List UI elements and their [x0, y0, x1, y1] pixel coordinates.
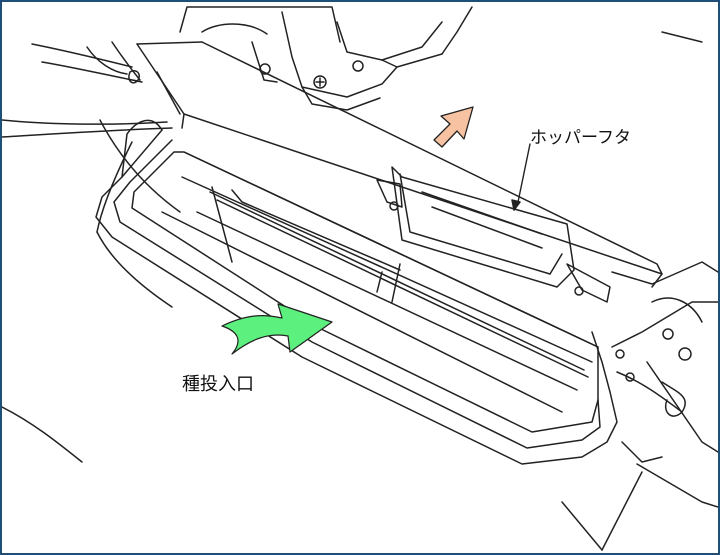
- seed-inlet-label: 種投入口: [182, 374, 254, 395]
- right-mechanism: [2, 261, 718, 551]
- hopper-lid: [136, 41, 663, 288]
- hopper-tray: [95, 119, 618, 465]
- cable-harness: [2, 41, 181, 213]
- inlet-arrow: [221, 303, 333, 355]
- lid-open-arrow: [433, 106, 474, 148]
- lid-filter-plate: [376, 166, 611, 303]
- left-body-curve: [96, 141, 173, 308]
- hopper-lid-label: ホッパーフタ: [530, 128, 631, 148]
- engine-block: [179, 6, 473, 111]
